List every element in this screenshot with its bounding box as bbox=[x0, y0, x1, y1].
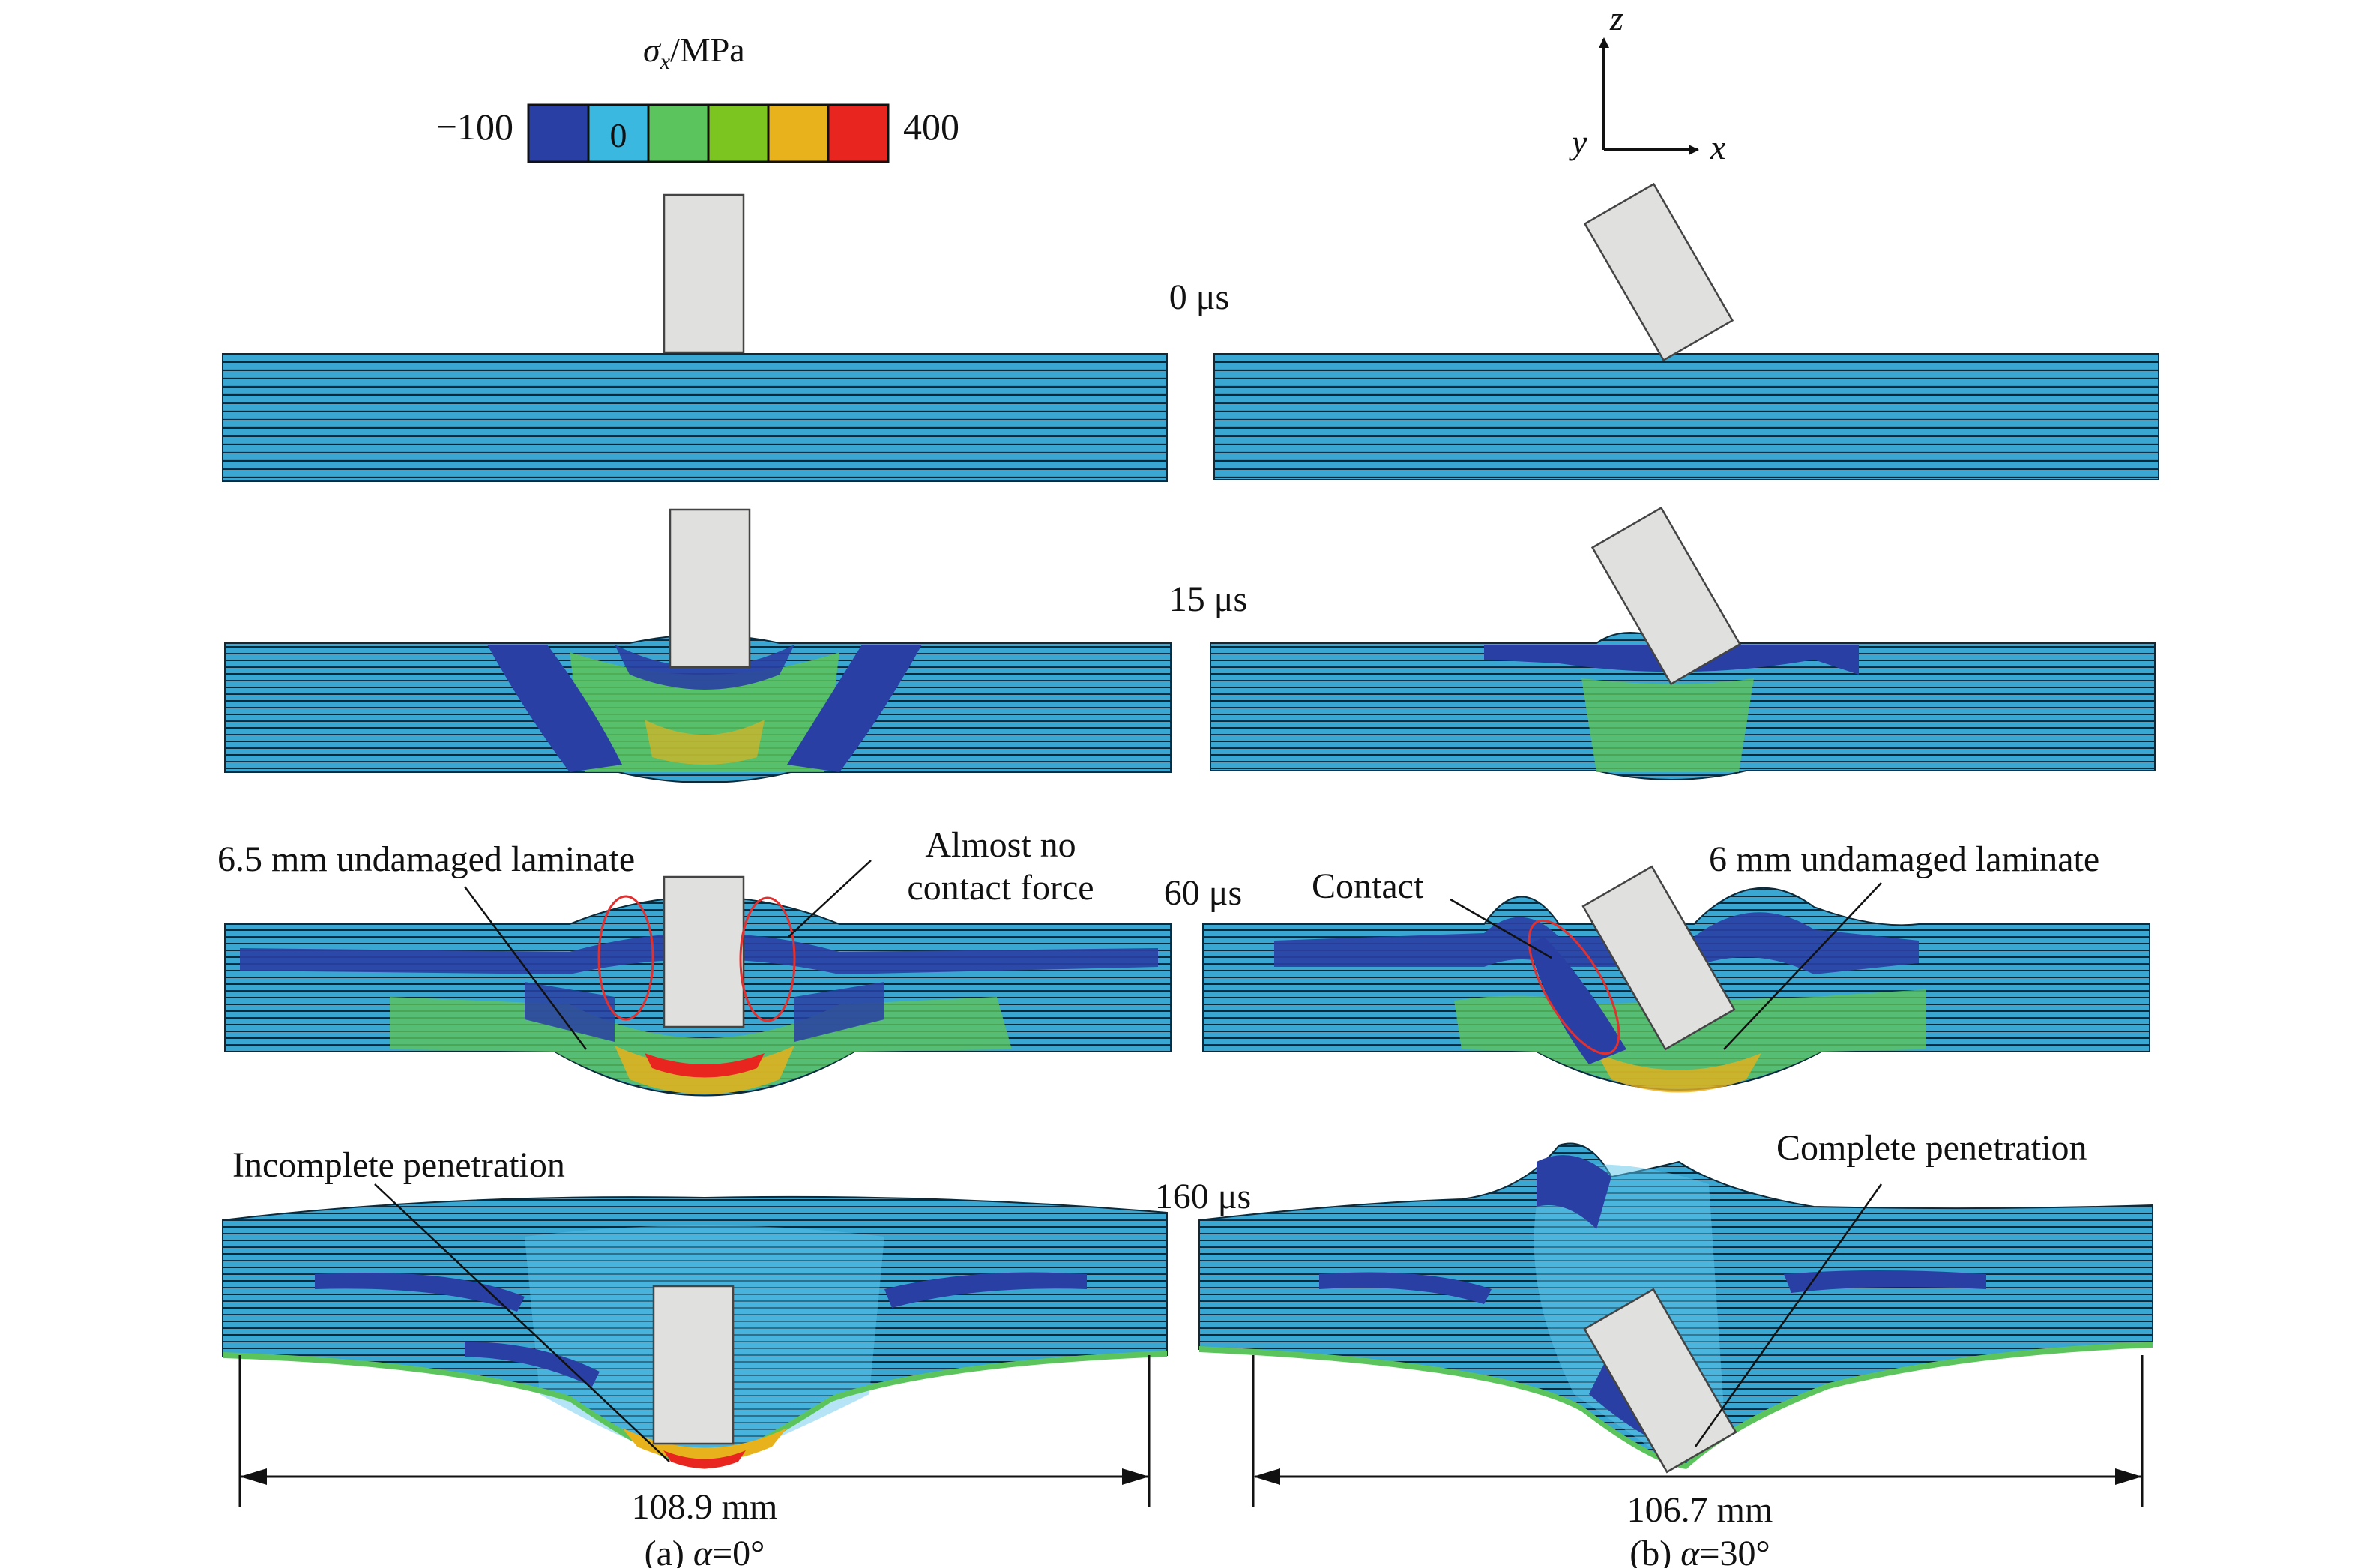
z-axis-label: z bbox=[1609, 0, 1623, 37]
no-contact-ellipse-left bbox=[597, 895, 654, 1021]
time-label-160us: 160 μs bbox=[1155, 1177, 1251, 1216]
legend-zero-label: 0 bbox=[610, 116, 627, 154]
legend-max-label: 400 bbox=[903, 106, 959, 148]
bottom-tension-layer bbox=[1199, 1342, 2153, 1469]
panel-b-0us bbox=[1213, 182, 2159, 480]
compressive-wedge bbox=[1529, 937, 1626, 1064]
leader-almost-no-contact bbox=[788, 860, 872, 938]
leader-undamaged-right bbox=[1723, 882, 1882, 1050]
projectile bbox=[1583, 182, 1734, 362]
compressive-band-lower bbox=[525, 982, 884, 1042]
dimension-right: 106.7 mm bbox=[1252, 1355, 2144, 1530]
projectile bbox=[1583, 1288, 1737, 1474]
legend-swatch bbox=[707, 103, 770, 163]
leader-contact bbox=[1450, 898, 1552, 959]
legend-swatch bbox=[767, 103, 830, 163]
leader-incomplete bbox=[374, 1183, 670, 1462]
peak-stress-core bbox=[645, 1053, 765, 1078]
panel-b-160us bbox=[1198, 1142, 2153, 1474]
bottom-tension-layer bbox=[223, 1351, 1167, 1469]
projectile bbox=[663, 193, 745, 354]
panel-b-15us bbox=[1210, 506, 2156, 780]
panel-a-60us bbox=[224, 860, 1172, 1097]
legend-swatch bbox=[527, 103, 590, 163]
projectile bbox=[1581, 865, 1736, 1051]
dimension-label-left: 108.9 mm bbox=[632, 1487, 778, 1527]
panel-a-0us bbox=[222, 193, 1168, 482]
time-label-60us: 60 μs bbox=[1164, 873, 1242, 913]
caption-a: (a) α=0° bbox=[645, 1534, 765, 1568]
annotation-incomplete: Incomplete penetration bbox=[232, 1145, 565, 1185]
time-label-0us: 0 μs bbox=[1169, 277, 1229, 317]
tensile-stress-zone bbox=[570, 652, 839, 772]
dimension-left: 108.9 mm bbox=[238, 1355, 1151, 1527]
annotation-undamaged-left: 6.5 mm undamaged laminate bbox=[217, 839, 635, 879]
legend-title: σx/MPa bbox=[643, 31, 745, 74]
contact-ellipse bbox=[1528, 919, 1620, 1055]
annotation-almost-no-line1: Almost no bbox=[925, 825, 1076, 865]
x-axis-label: x bbox=[1710, 128, 1726, 166]
annotation-contact: Contact bbox=[1312, 866, 1424, 906]
legend-swatch bbox=[587, 103, 650, 163]
annotation-almost-no-line2: contact force bbox=[907, 868, 1094, 908]
laminate-plate bbox=[1213, 353, 2159, 480]
high-stress-core bbox=[1596, 1053, 1761, 1093]
peak-stress-core bbox=[663, 1450, 746, 1468]
leader-undamaged-left bbox=[463, 886, 588, 1050]
peak-stress-tip bbox=[622, 1428, 787, 1462]
panel-a-15us bbox=[224, 508, 1172, 783]
coordinate-axes: z x y bbox=[1569, 0, 1726, 166]
legend-swatch bbox=[827, 103, 890, 163]
panel-b-60us bbox=[1202, 865, 2150, 1093]
compressive-band-left bbox=[487, 645, 622, 772]
caption-b: (b) α=30° bbox=[1629, 1534, 1770, 1568]
y-axis-label: y bbox=[1569, 123, 1587, 161]
legend-swatch bbox=[647, 103, 710, 163]
compressive-band-right bbox=[787, 645, 922, 772]
projectile bbox=[652, 1285, 735, 1445]
projectile bbox=[1590, 506, 1742, 686]
annotation-undamaged-right: 6 mm undamaged laminate bbox=[1709, 839, 2099, 879]
annotation-complete: Complete penetration bbox=[1776, 1128, 2087, 1168]
dimension-label-right: 106.7 mm bbox=[1627, 1490, 1773, 1530]
tensile-stress-zone bbox=[1581, 678, 1754, 772]
projectile bbox=[669, 508, 751, 669]
no-contact-ellipse-right bbox=[739, 896, 796, 1022]
laminate-plate bbox=[222, 353, 1168, 482]
compressive-band-upper bbox=[1274, 912, 1919, 974]
stress-legend: σx/MPa −100 0 400 bbox=[436, 31, 959, 163]
time-label-15us: 15 μs bbox=[1169, 579, 1247, 619]
leader-complete bbox=[1694, 1183, 1883, 1447]
legend-min-label: −100 bbox=[436, 106, 513, 148]
legend-color-bar bbox=[527, 103, 890, 163]
high-stress-core bbox=[645, 720, 765, 765]
panel-a-160us bbox=[222, 1183, 1168, 1469]
projectile bbox=[663, 875, 745, 1028]
compressive-streaks bbox=[315, 1272, 1087, 1387]
